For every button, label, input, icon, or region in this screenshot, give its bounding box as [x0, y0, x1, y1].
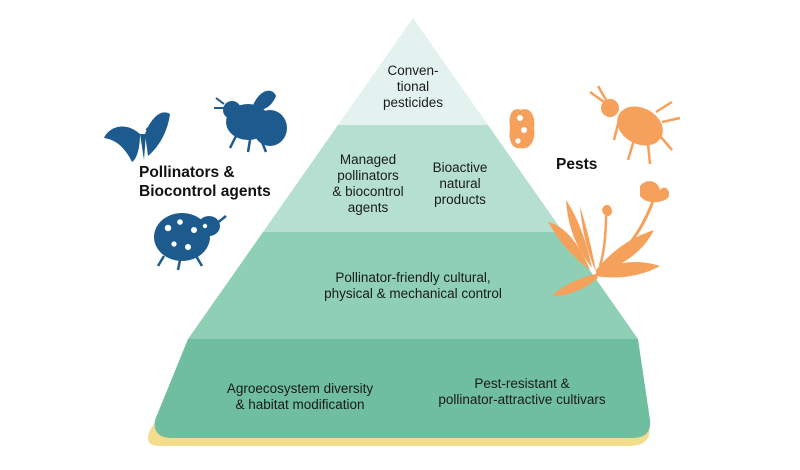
tier4-label-pest-resistant-cultivars: Pest-resistant & pollinator-attractive c… [402, 376, 642, 408]
tier2-label-bioactive-natural-products: Bioactive natural products [405, 160, 515, 208]
tier3-label-cultural-control: Pollinator-friendly cultural, physical &… [293, 270, 533, 302]
tier2-label-managed-pollinators: Managed pollinators & biocontrol agents [318, 152, 418, 216]
bumblebee-icon [214, 91, 287, 152]
tier1-label-conventional-pesticides: Conven- tional pesticides [353, 63, 473, 111]
pests-title: Pests [556, 155, 597, 174]
ladybird-icon [154, 213, 226, 270]
aphid-icon [590, 86, 680, 164]
pollinators-biocontrol-title: Pollinators & Biocontrol agents [139, 163, 271, 201]
fungal-spore-icon [509, 109, 534, 148]
butterfly-icon [104, 112, 170, 162]
tier4-label-agroecosystem-diversity: Agroecosystem diversity & habitat modifi… [200, 381, 400, 413]
